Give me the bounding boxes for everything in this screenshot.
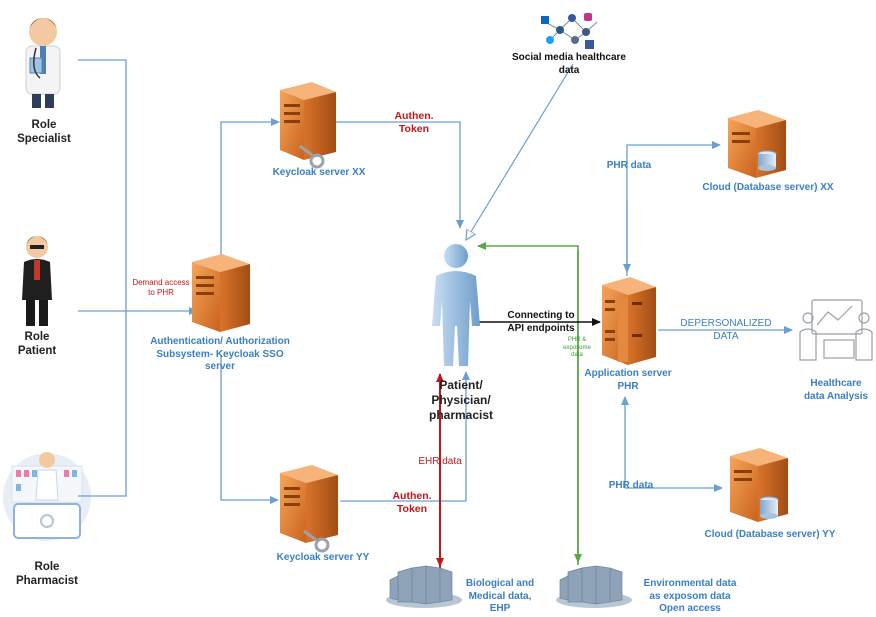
cloud-xx-label: Cloud (Database server) XX — [702, 182, 834, 193]
keycloak-server-yy-icon — [280, 465, 338, 553]
depersonalized-data-label: DEPERSONALIZED DATA — [680, 318, 772, 342]
environmental-datacenter-icon — [556, 565, 632, 608]
ehr-data-label: EHR data — [418, 456, 462, 467]
cloud-yy-label: Cloud (Database server) YY — [704, 529, 836, 540]
bio-medical-label: Biological and Medical data, EHP — [465, 578, 535, 614]
specialist-icon — [25, 18, 61, 108]
social-media-network-icon — [534, 10, 606, 50]
patient-physician-figure-icon — [432, 244, 480, 366]
role-pharmacist-label: Role Pharmacist — [15, 561, 78, 588]
patient-physician-label: Patient/ Physician/ pharmacist — [428, 378, 494, 422]
auth-server-icon — [192, 254, 250, 332]
healthcare-analysis-icon — [799, 299, 873, 361]
bio-medical-datacenter-icon — [386, 565, 462, 608]
keycloak-server-xx-icon — [280, 82, 336, 169]
application-server-label: Application server PHR — [584, 368, 672, 392]
auth-subsystem-label: Authentication/ Authorization Subsystem-… — [150, 336, 290, 372]
authen-token-bottom-label: Authen. Token — [392, 490, 432, 516]
cloud-server-yy-icon — [730, 448, 788, 522]
social-media-label: Social media healthcare data — [512, 52, 626, 76]
authen-token-top-label: Authen. Token — [394, 110, 434, 136]
cloud-server-xx-icon — [728, 110, 786, 178]
pharmacist-icon — [3, 452, 91, 541]
demand-access-label: Demand access to PHR — [132, 278, 190, 297]
application-server-icon — [602, 277, 656, 365]
connecting-api-label: Connecting to API endpoints — [507, 310, 575, 334]
healthcare-analysis-label: Healthcare data Analysis — [803, 378, 869, 402]
phr-data-bottom-label: PHR data — [608, 480, 654, 491]
phr-exposome-label: PHR & exposome data — [563, 337, 591, 358]
environmental-label: Environmental data as exposom data Open … — [643, 578, 737, 614]
keycloak-xx-label: Keycloak server XX — [272, 167, 366, 178]
phr-data-top-label: PHR data — [606, 160, 652, 171]
patient-role-icon — [22, 236, 52, 326]
keycloak-yy-label: Keycloak server YY — [276, 552, 370, 563]
role-specialist-label: Role Specialist — [17, 119, 71, 146]
role-patient-label: Role Patient — [17, 331, 57, 358]
